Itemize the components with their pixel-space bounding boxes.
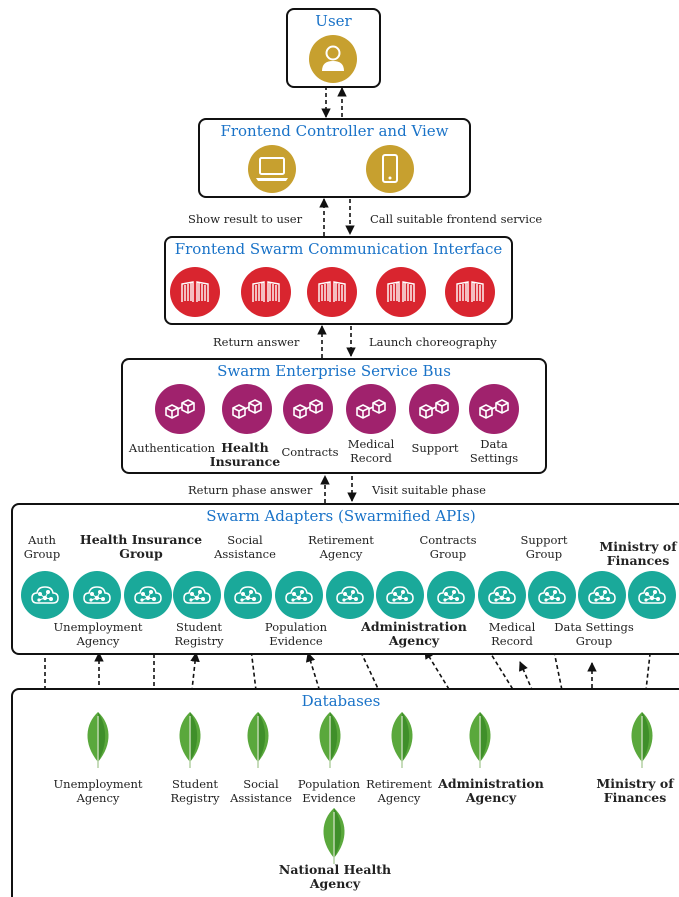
swarm-network-icon: [124, 571, 172, 619]
gate-icon: [241, 267, 291, 317]
gate-icon: [376, 267, 426, 317]
gate-icon: [445, 267, 495, 317]
adapter-bottom-label: Medical Record: [488, 620, 536, 648]
mongodb-leaf-icon: [83, 710, 113, 774]
frontend-title: Frontend Controller and View: [220, 122, 449, 140]
label-call-service: Call suitable frontend service: [370, 212, 543, 226]
adapters-title: Swarm Adapters (Swarmified APIs): [206, 507, 476, 525]
mongodb-leaf-icon: [315, 710, 345, 774]
adapter-bottom-label: Population Evidence: [264, 620, 328, 648]
esb-label: Authentication: [128, 441, 216, 455]
adapter-bottom-label: Data Settings Group: [554, 620, 634, 648]
swarm-network-icon: [628, 571, 676, 619]
user-title: User: [315, 12, 352, 30]
adapter-top-label: Ministry of Finances: [599, 539, 677, 568]
database-label: Student Registry: [170, 777, 220, 805]
laptop-icon: [248, 145, 296, 193]
hexagon-cubes-icon: [222, 384, 272, 434]
label-show-result: Show result to user: [188, 212, 303, 226]
gate-icon: [307, 267, 357, 317]
mongodb-leaf-icon: [319, 806, 349, 870]
adapter-top-label: Support Group: [520, 533, 568, 561]
esb-label: Health Insurance: [209, 440, 281, 469]
hexagon-cubes-icon: [346, 384, 396, 434]
database-label: Social Assistance: [230, 777, 292, 805]
hexagon-cubes-icon: [409, 384, 459, 434]
database-label: Unemployment Agency: [53, 777, 143, 805]
mongodb-leaf-icon: [627, 710, 657, 774]
label-visit-phase: Visit suitable phase: [372, 483, 486, 497]
swarm-network-icon: [376, 571, 424, 619]
frontend-box: Frontend Controller and View: [198, 118, 471, 198]
swarm-network-icon: [478, 571, 526, 619]
esb-label: Support: [411, 441, 459, 455]
swarm-network-icon: [528, 571, 576, 619]
adapter-top-label: Auth Group: [23, 533, 61, 561]
database-label: Population Evidence: [297, 777, 361, 805]
label-return-answer: Return answer: [213, 335, 300, 349]
user-icon: [309, 35, 357, 83]
swarm-network-icon: [275, 571, 323, 619]
swarm-network-icon: [224, 571, 272, 619]
adapter-top-label: Social Assistance: [214, 533, 276, 561]
adapter-bottom-label: Unemployment Agency: [53, 620, 143, 648]
adapter-top-label: Contracts Group: [419, 533, 477, 561]
database-label: Ministry of Finances: [596, 776, 674, 805]
mongodb-leaf-icon: [175, 710, 205, 774]
database-label: National Health Agency: [278, 862, 392, 891]
label-launch-choreography: Launch choreography: [369, 335, 497, 349]
databases-box: Databases: [11, 688, 679, 897]
hexagon-cubes-icon: [155, 384, 205, 434]
hexagon-cubes-icon: [283, 384, 333, 434]
swarm-network-icon: [578, 571, 626, 619]
adapter-bottom-label: Administration Agency: [361, 619, 467, 648]
databases-title: Databases: [301, 692, 381, 710]
adapter-bottom-label: Student Registry: [174, 620, 224, 648]
swarm-network-icon: [173, 571, 221, 619]
fsci-title: Frontend Swarm Communication Interface: [174, 240, 503, 258]
label-return-phase: Return phase answer: [188, 483, 313, 497]
user-box: User: [286, 8, 381, 88]
mongodb-leaf-icon: [243, 710, 273, 774]
swarm-network-icon: [21, 571, 69, 619]
esb-label: Medical Record: [347, 437, 395, 465]
esb-label: Data Settings: [469, 437, 519, 465]
swarm-network-icon: [73, 571, 121, 619]
adapter-top-label: Health Insurance Group: [79, 532, 203, 561]
esb-title: Swarm Enterprise Service Bus: [217, 362, 451, 380]
hexagon-cubes-icon: [469, 384, 519, 434]
database-label: Administration Agency: [438, 776, 544, 805]
smartphone-icon: [366, 145, 414, 193]
swarm-network-icon: [427, 571, 475, 619]
database-label: Retirement Agency: [366, 777, 432, 805]
gate-icon: [170, 267, 220, 317]
adapter-top-label: Retirement Agency: [308, 533, 374, 561]
swarm-network-icon: [326, 571, 374, 619]
esb-label: Contracts: [281, 445, 339, 459]
mongodb-leaf-icon: [387, 710, 417, 774]
mongodb-leaf-icon: [465, 710, 495, 774]
